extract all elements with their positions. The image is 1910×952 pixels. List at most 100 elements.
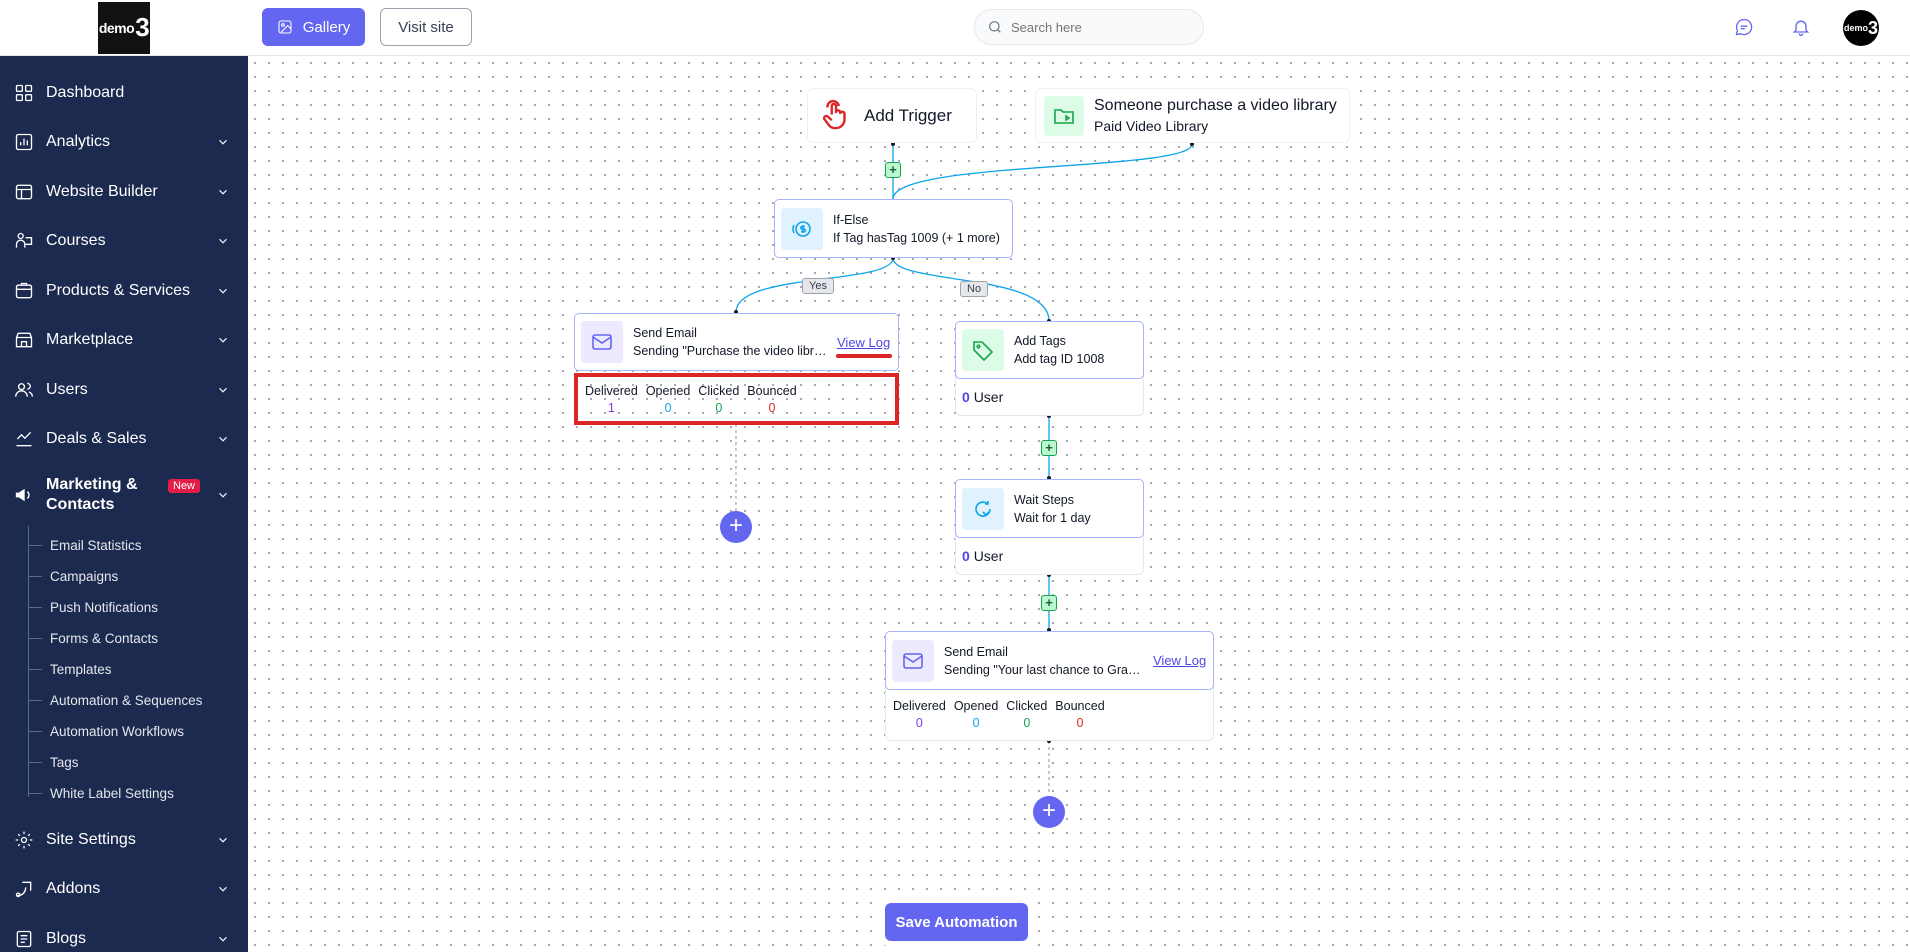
sidebar-item-website-builder[interactable]: Website Builder: [0, 167, 248, 217]
stat-opened: Opened 0: [646, 384, 690, 415]
user-count-label: User: [973, 389, 1004, 405]
subnav-item-email-statistics[interactable]: Email Statistics: [0, 530, 248, 561]
subnav-item-forms-contacts[interactable]: Forms & Contacts: [0, 623, 248, 654]
sidebar-item-site-settings[interactable]: Site Settings: [0, 815, 248, 865]
blogs-icon: [14, 929, 34, 949]
chevron-down-icon: [216, 383, 230, 397]
sidebar-item-addons[interactable]: Addons: [0, 865, 248, 915]
stat-label: Delivered: [893, 699, 946, 713]
search-input[interactable]: [1011, 19, 1191, 35]
add-tags-card: Add Tags Add tag ID 1008 0 User: [955, 321, 1144, 416]
avatar-number: 3: [1868, 17, 1879, 38]
video-folder-icon: [1044, 95, 1084, 136]
chevron-down-icon: [216, 185, 230, 199]
chat-button[interactable]: [1727, 10, 1761, 44]
search-box[interactable]: [974, 9, 1204, 45]
add-tags-node[interactable]: Add Tags Add tag ID 1008: [955, 321, 1144, 379]
subnav-item-white-label-settings[interactable]: White Label Settings: [0, 778, 248, 809]
add-step-button[interactable]: +: [885, 162, 901, 178]
sidebar-item-analytics[interactable]: Analytics: [0, 118, 248, 168]
deals-icon: [14, 429, 34, 449]
sidebar-nav: Dashboard Analytics Website Builder Cour…: [0, 56, 248, 952]
sidebar-item-deals-sales[interactable]: Deals & Sales: [0, 415, 248, 465]
add-step-circle-button[interactable]: +: [720, 511, 752, 543]
stat-value: 0: [1076, 716, 1084, 730]
sidebar-item-label: Marketing & Contacts: [46, 475, 216, 515]
wait-steps-node[interactable]: Wait Steps Wait for 1 day: [955, 479, 1144, 538]
addons-icon: [14, 879, 34, 899]
chevron-down-icon: [216, 333, 230, 347]
stat-label: Opened: [953, 699, 999, 713]
marketing-subnav: Email Statistics Campaigns Push Notifica…: [0, 526, 248, 815]
view-log-underline-highlight: [836, 354, 892, 358]
dollar-condition-icon: [781, 207, 823, 250]
chevron-down-icon: [216, 833, 230, 847]
chevron-down-icon: [216, 234, 230, 248]
settings-icon: [14, 830, 34, 850]
wait-steps-title: Wait Steps: [1014, 492, 1074, 507]
add-step-circle-button[interactable]: +: [1033, 796, 1065, 828]
subnav-item-templates[interactable]: Templates: [0, 654, 248, 685]
user-count-value: 0: [962, 389, 970, 405]
subnav-item-push-notifications[interactable]: Push Notifications: [0, 592, 248, 623]
sidebar-item-courses[interactable]: Courses: [0, 217, 248, 267]
chevron-down-icon: [216, 432, 230, 446]
sidebar-item-label: Site Settings: [46, 830, 136, 848]
wait-clock-icon: [962, 487, 1004, 530]
sidebar-item-marketing-contacts[interactable]: Marketing & Contacts New: [0, 464, 248, 526]
send-email-node-2[interactable]: Send Email Sending "Your last chance to …: [885, 631, 1214, 690]
website-icon: [14, 182, 34, 202]
add-step-button[interactable]: +: [1041, 595, 1057, 611]
subnav-item-campaigns[interactable]: Campaigns: [0, 561, 248, 592]
gallery-button-label: Gallery: [302, 18, 351, 36]
send-email-card-1: Send Email Sending "Purchase the video l…: [574, 313, 899, 425]
add-trigger-node[interactable]: Add Trigger: [807, 88, 977, 143]
sidebar-item-label: Deals & Sales: [46, 430, 147, 448]
yes-branch-label: Yes: [802, 278, 834, 294]
save-automation-button[interactable]: Save Automation: [885, 903, 1028, 941]
sidebar-item-label: Analytics: [46, 133, 111, 151]
sidebar-item-users[interactable]: Users: [0, 365, 248, 415]
analytics-icon: [14, 132, 34, 152]
wait-steps-card: Wait Steps Wait for 1 day 0 User: [955, 479, 1144, 575]
if-else-node[interactable]: If-Else If Tag hasTag 1009 (+ 1 more): [774, 199, 1013, 258]
view-log-link[interactable]: View Log: [837, 335, 891, 350]
marketing-label-line2: Contacts: [46, 496, 115, 513]
send-email-node-1[interactable]: Send Email Sending "Purchase the video l…: [574, 313, 899, 371]
marketing-label-line1: Marketing &: [46, 476, 138, 493]
stat-value: 0: [768, 400, 776, 415]
gallery-button[interactable]: Gallery: [262, 8, 365, 46]
subnav-item-automation-workflows[interactable]: Automation Workflows: [0, 716, 248, 747]
sidebar-item-dashboard[interactable]: Dashboard: [0, 68, 248, 118]
tag-icon: [962, 329, 1004, 371]
stat-clicked: Clicked 0: [698, 384, 739, 415]
trigger-node[interactable]: Someone purchase a video library Paid Vi…: [1035, 88, 1350, 143]
notifications-button[interactable]: [1784, 10, 1818, 44]
user-count-label: User: [973, 548, 1004, 564]
stat-label: Clicked: [698, 383, 740, 398]
sidebar-item-products-services[interactable]: Products & Services: [0, 266, 248, 316]
sidebar-item-label: Marketplace: [46, 331, 134, 349]
stat-value: 0: [664, 400, 672, 415]
sidebar-item-blogs[interactable]: Blogs: [0, 914, 248, 952]
marketplace-icon: [14, 330, 34, 350]
add-step-button[interactable]: +: [1041, 440, 1057, 456]
subnav-item-automation-sequences[interactable]: Automation & Sequences: [0, 685, 248, 716]
sidebar-item-marketplace[interactable]: Marketplace: [0, 316, 248, 366]
stat-label: Opened: [645, 383, 691, 398]
user-count: 0 User: [956, 389, 1003, 405]
subnav-item-tags[interactable]: Tags: [0, 747, 248, 778]
send-email-card-2: Send Email Sending "Your last chance to …: [885, 631, 1214, 741]
if-else-subtitle: If Tag hasTag 1009 (+ 1 more): [833, 230, 1000, 245]
megaphone-icon: [14, 485, 34, 505]
send-email-title: Send Email: [944, 644, 1008, 659]
stat-value: 0: [715, 400, 723, 415]
visit-site-button[interactable]: Visit site: [380, 8, 472, 46]
stat-label: Bounced: [1055, 699, 1105, 713]
pointer-hand-icon: [816, 94, 856, 138]
dashboard-icon: [14, 83, 34, 103]
view-log-link[interactable]: View Log: [1153, 653, 1207, 668]
